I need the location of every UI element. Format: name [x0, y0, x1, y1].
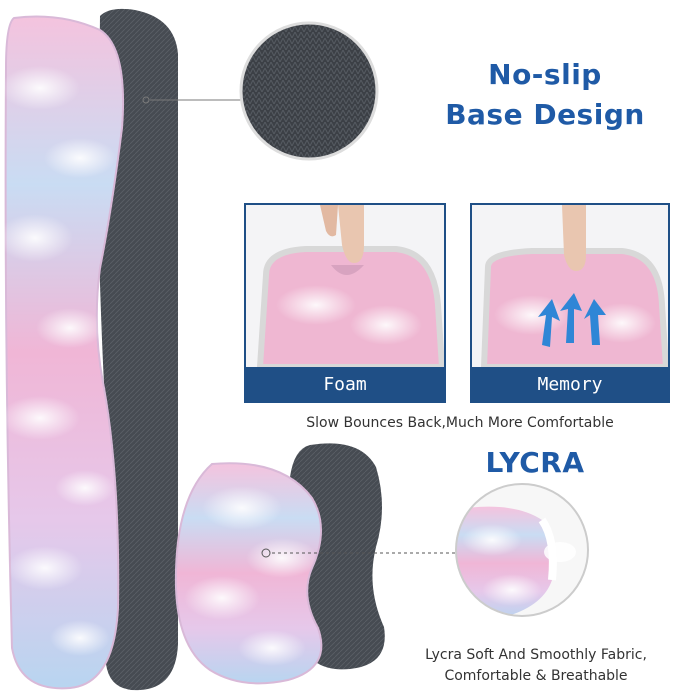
mouse-rest-cloud-pad	[174, 462, 323, 685]
comfort-caption: Slow Bounces Back,Much More Comfortable	[306, 415, 614, 431]
memory-label: Memory	[472, 367, 668, 401]
headline-line2: Base Design	[445, 98, 645, 131]
headline-line1: No-slip	[488, 58, 602, 91]
lycra-caption-line1: Lycra Soft And Smoothly Fabric,	[425, 647, 647, 663]
lycra-caption-line2: Comfortable & Breathable	[444, 668, 628, 684]
foam-illustration	[246, 205, 444, 367]
lycra-callout-line	[261, 548, 458, 558]
lycra-title: LYCRA	[485, 446, 585, 479]
foam-label: Foam	[246, 367, 444, 401]
memory-panel: Memory	[470, 203, 670, 403]
lycra-fabric-zoom	[455, 483, 589, 617]
keyboard-rest-cloud-pad	[0, 15, 125, 690]
foam-panel: Foam	[244, 203, 446, 403]
base-callout-line	[142, 96, 248, 104]
memory-illustration	[472, 205, 668, 367]
base-texture-zoom	[239, 21, 379, 161]
